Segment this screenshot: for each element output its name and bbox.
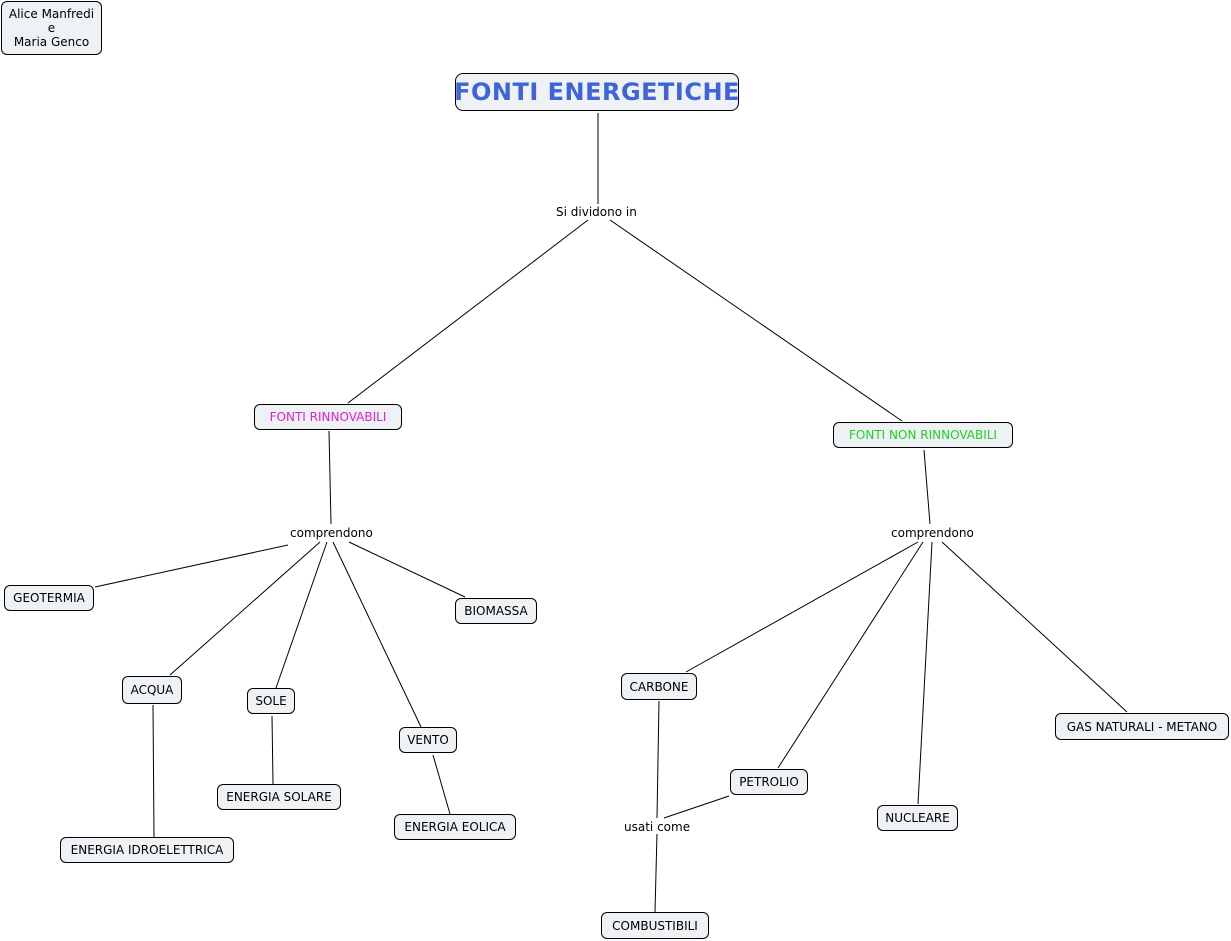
connector-line [347, 219, 589, 404]
node-energia-eolica[interactable]: ENERGIA EOLICA [394, 814, 516, 840]
connector-line [656, 700, 660, 819]
node-gas-naturali-metano[interactable]: GAS NATURALI - METANO [1055, 713, 1229, 740]
node-sole[interactable]: SOLE [247, 688, 295, 714]
node-fonti-non-rinnovabili[interactable]: FONTI NON RINNOVABILI [833, 422, 1013, 448]
link-label-comprendono-left: comprendono [289, 526, 374, 540]
connector-line [271, 715, 274, 785]
link-label-comprendono-right: comprendono [890, 526, 975, 540]
node-biomassa[interactable]: BIOMASSA [455, 598, 537, 624]
node-energia-idroelettrica[interactable]: ENERGIA IDROELETTRICA [60, 837, 234, 863]
connector-line [663, 795, 730, 819]
connector-line [328, 430, 332, 525]
author-2: Maria Genco [13, 35, 90, 49]
connector-line [432, 754, 451, 815]
connector-line [777, 541, 924, 769]
connector-line [94, 544, 289, 588]
connector-line [654, 832, 658, 913]
title-node[interactable]: FONTI ENERGETICHE [454, 73, 739, 111]
node-acqua[interactable]: ACQUA [122, 676, 182, 704]
node-combustibili[interactable]: COMBUSTIBILI [601, 912, 709, 939]
node-energia-solare[interactable]: ENERGIA SOLARE [217, 784, 341, 810]
connector-line [609, 219, 903, 422]
node-vento[interactable]: VENTO [399, 727, 457, 753]
connector-line [941, 541, 1128, 713]
link-label-divide: Si dividono in [555, 205, 638, 219]
connector-line [169, 541, 321, 676]
node-nucleare[interactable]: NUCLEARE [877, 805, 958, 831]
authors-box: Alice Manfredi e Maria Genco [1, 1, 102, 55]
connector-line [348, 541, 466, 598]
connector-line [685, 541, 919, 673]
connector-line [923, 449, 931, 525]
node-petrolio[interactable]: PETROLIO [730, 769, 808, 795]
connector-line [152, 704, 155, 838]
link-label-usati-come: usati come [623, 820, 692, 834]
connector-line [275, 541, 328, 689]
connector-line [917, 541, 933, 805]
node-carbone[interactable]: CARBONE [621, 673, 697, 700]
node-fonti-rinnovabili[interactable]: FONTI RINNOVABILI [254, 404, 402, 430]
node-geotermia[interactable]: GEOTERMIA [4, 585, 94, 611]
author-1: Alice Manfredi [8, 7, 95, 21]
connector-line [332, 541, 422, 728]
author-conjunction: e [47, 21, 56, 35]
